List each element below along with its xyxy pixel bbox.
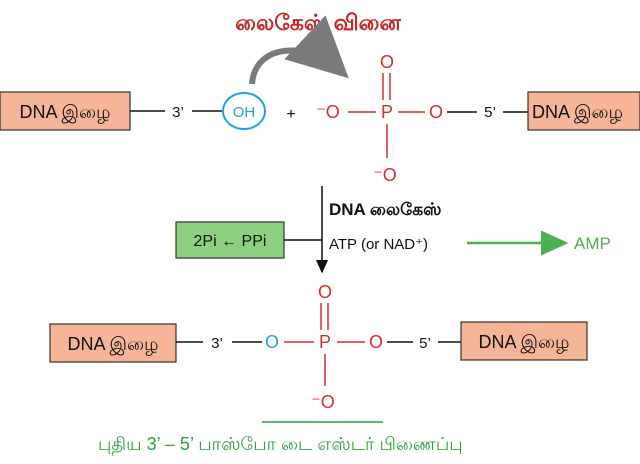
oxygen-top-top: O [380, 52, 394, 72]
cofactor-label: ATP (or NAD⁺) [329, 236, 428, 253]
plus-sign: + [286, 106, 295, 123]
amp-label: AMP [574, 234, 611, 253]
oxygen-right-top: O [429, 102, 443, 122]
dna-strand-box-top-right [527, 91, 640, 131]
phosphate-oxygen-left: ⁻O [316, 102, 340, 122]
curved-attack-arrow [249, 15, 349, 85]
phosphorus-label-bottom: P [319, 332, 331, 352]
five-prime-label-top: 5’ [484, 104, 496, 121]
oxygen-bottom-bottom: ⁻O [311, 392, 335, 412]
dna-strand-label-bottom-left: DNA இழை [67, 334, 158, 356]
five-prime-label-bottom: 5’ [419, 335, 431, 352]
dna-strand-label-top-right: DNA இழை [532, 102, 623, 124]
caption-label: புதிய 3’ – 5’ பாஸ்போ டை எஸ்டர் பிணைப்பு [98, 434, 463, 456]
phosphorus-label-top: P [381, 102, 393, 122]
oxygen-left-bottom: O [265, 332, 279, 352]
dna-strand-label-top-left: DNA இழை [19, 102, 110, 124]
diagram-title: லைகேஸ் வினை [235, 10, 401, 35]
dna-strand-box-bottom-left [49, 323, 177, 363]
hydroxyl-label: OH [233, 104, 256, 121]
hydroxyl-circle [222, 92, 266, 130]
oxygen-bottom-top: ⁻O [373, 165, 397, 185]
oxygen-right-bottom: O [369, 332, 383, 352]
pyrophosphate-label: 2Pi ← PPi [194, 233, 267, 250]
three-prime-label-bottom: 3’ [211, 335, 223, 352]
enzyme-label: DNA லைகேஸ் [329, 200, 441, 219]
dna-strand-label-bottom-right: DNA இழை [478, 332, 569, 354]
dna-strand-box-bottom-right [460, 321, 588, 361]
three-prime-label-top: 3’ [172, 104, 184, 121]
oxygen-top-bottom: O [318, 282, 332, 302]
